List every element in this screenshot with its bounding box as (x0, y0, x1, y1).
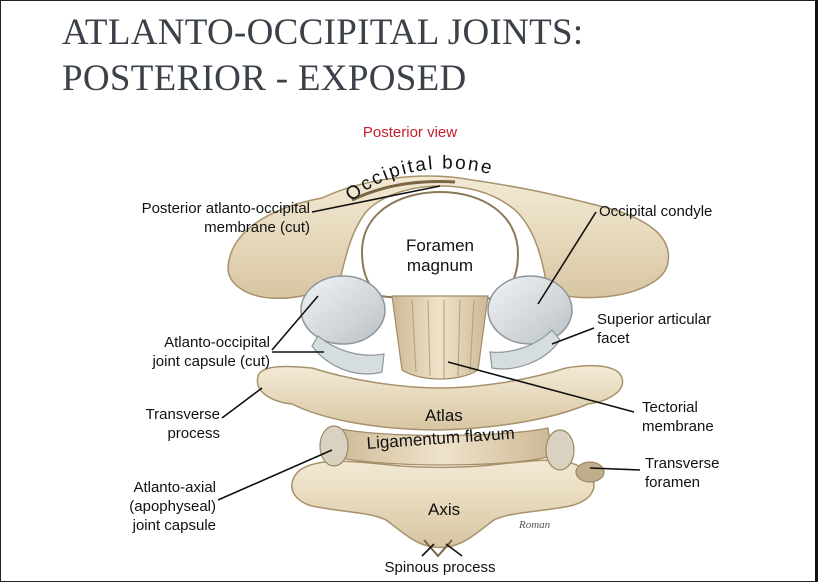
callout-aa-joint-capsule-line-1: Atlanto-axial (80, 478, 216, 497)
callout-sup-facet-line-1: Superior articular (597, 310, 797, 329)
callout-occipital-condyle: Occipital condyle (599, 202, 799, 221)
callout-tectorial-line-2: membrane (642, 417, 802, 436)
callout-posterior-membrane-line-2: membrane (cut) (60, 218, 310, 237)
callout-aa-joint-capsule-line-2: (apophyseal) (80, 497, 216, 516)
callout-transverse-process-line-1: Transverse (90, 405, 220, 424)
callout-ao-joint-capsule: Atlanto-occipital joint capsule (cut) (80, 333, 270, 371)
foramen-label-line-1: Foramen (390, 236, 490, 256)
svg-text:Occipital bone: Occipital bone (342, 152, 496, 205)
callout-transverse-foramen-line-2: foramen (645, 473, 805, 492)
atlas-label: Atlas (425, 406, 463, 426)
callout-posterior-membrane: Posterior atlanto-occipital membrane (cu… (60, 199, 310, 237)
callout-aa-joint-capsule-line-3: joint capsule (80, 516, 216, 535)
foramen-magnum-label: Foramen magnum (390, 236, 490, 276)
callout-tectorial-line-1: Tectorial (642, 398, 802, 417)
callout-tectorial-membrane: Tectorial membrane (642, 398, 802, 436)
callout-ao-joint-capsule-line-2: joint capsule (cut) (80, 352, 270, 371)
foramen-label-line-2: magnum (390, 256, 490, 276)
callout-posterior-membrane-line-1: Posterior atlanto-occipital (60, 199, 310, 218)
callout-transverse-foramen: Transverse foramen (645, 454, 805, 492)
callout-sup-facet-line-2: facet (597, 329, 797, 348)
artist-signature: Roman (519, 515, 550, 535)
callout-transverse-process-line-2: process (90, 424, 220, 443)
occipital-bone-label: Occipital bone (342, 152, 496, 205)
callout-ao-joint-capsule-line-1: Atlanto-occipital (80, 333, 270, 352)
callout-superior-articular-facet: Superior articular facet (597, 310, 797, 348)
callout-aa-joint-capsule: Atlanto-axial (apophyseal) joint capsule (80, 478, 216, 535)
axis-label: Axis (428, 500, 460, 520)
callout-transverse-process: Transverse process (90, 405, 220, 443)
callout-spinous-process: Spinous process (340, 558, 540, 577)
callout-transverse-foramen-line-1: Transverse (645, 454, 805, 473)
